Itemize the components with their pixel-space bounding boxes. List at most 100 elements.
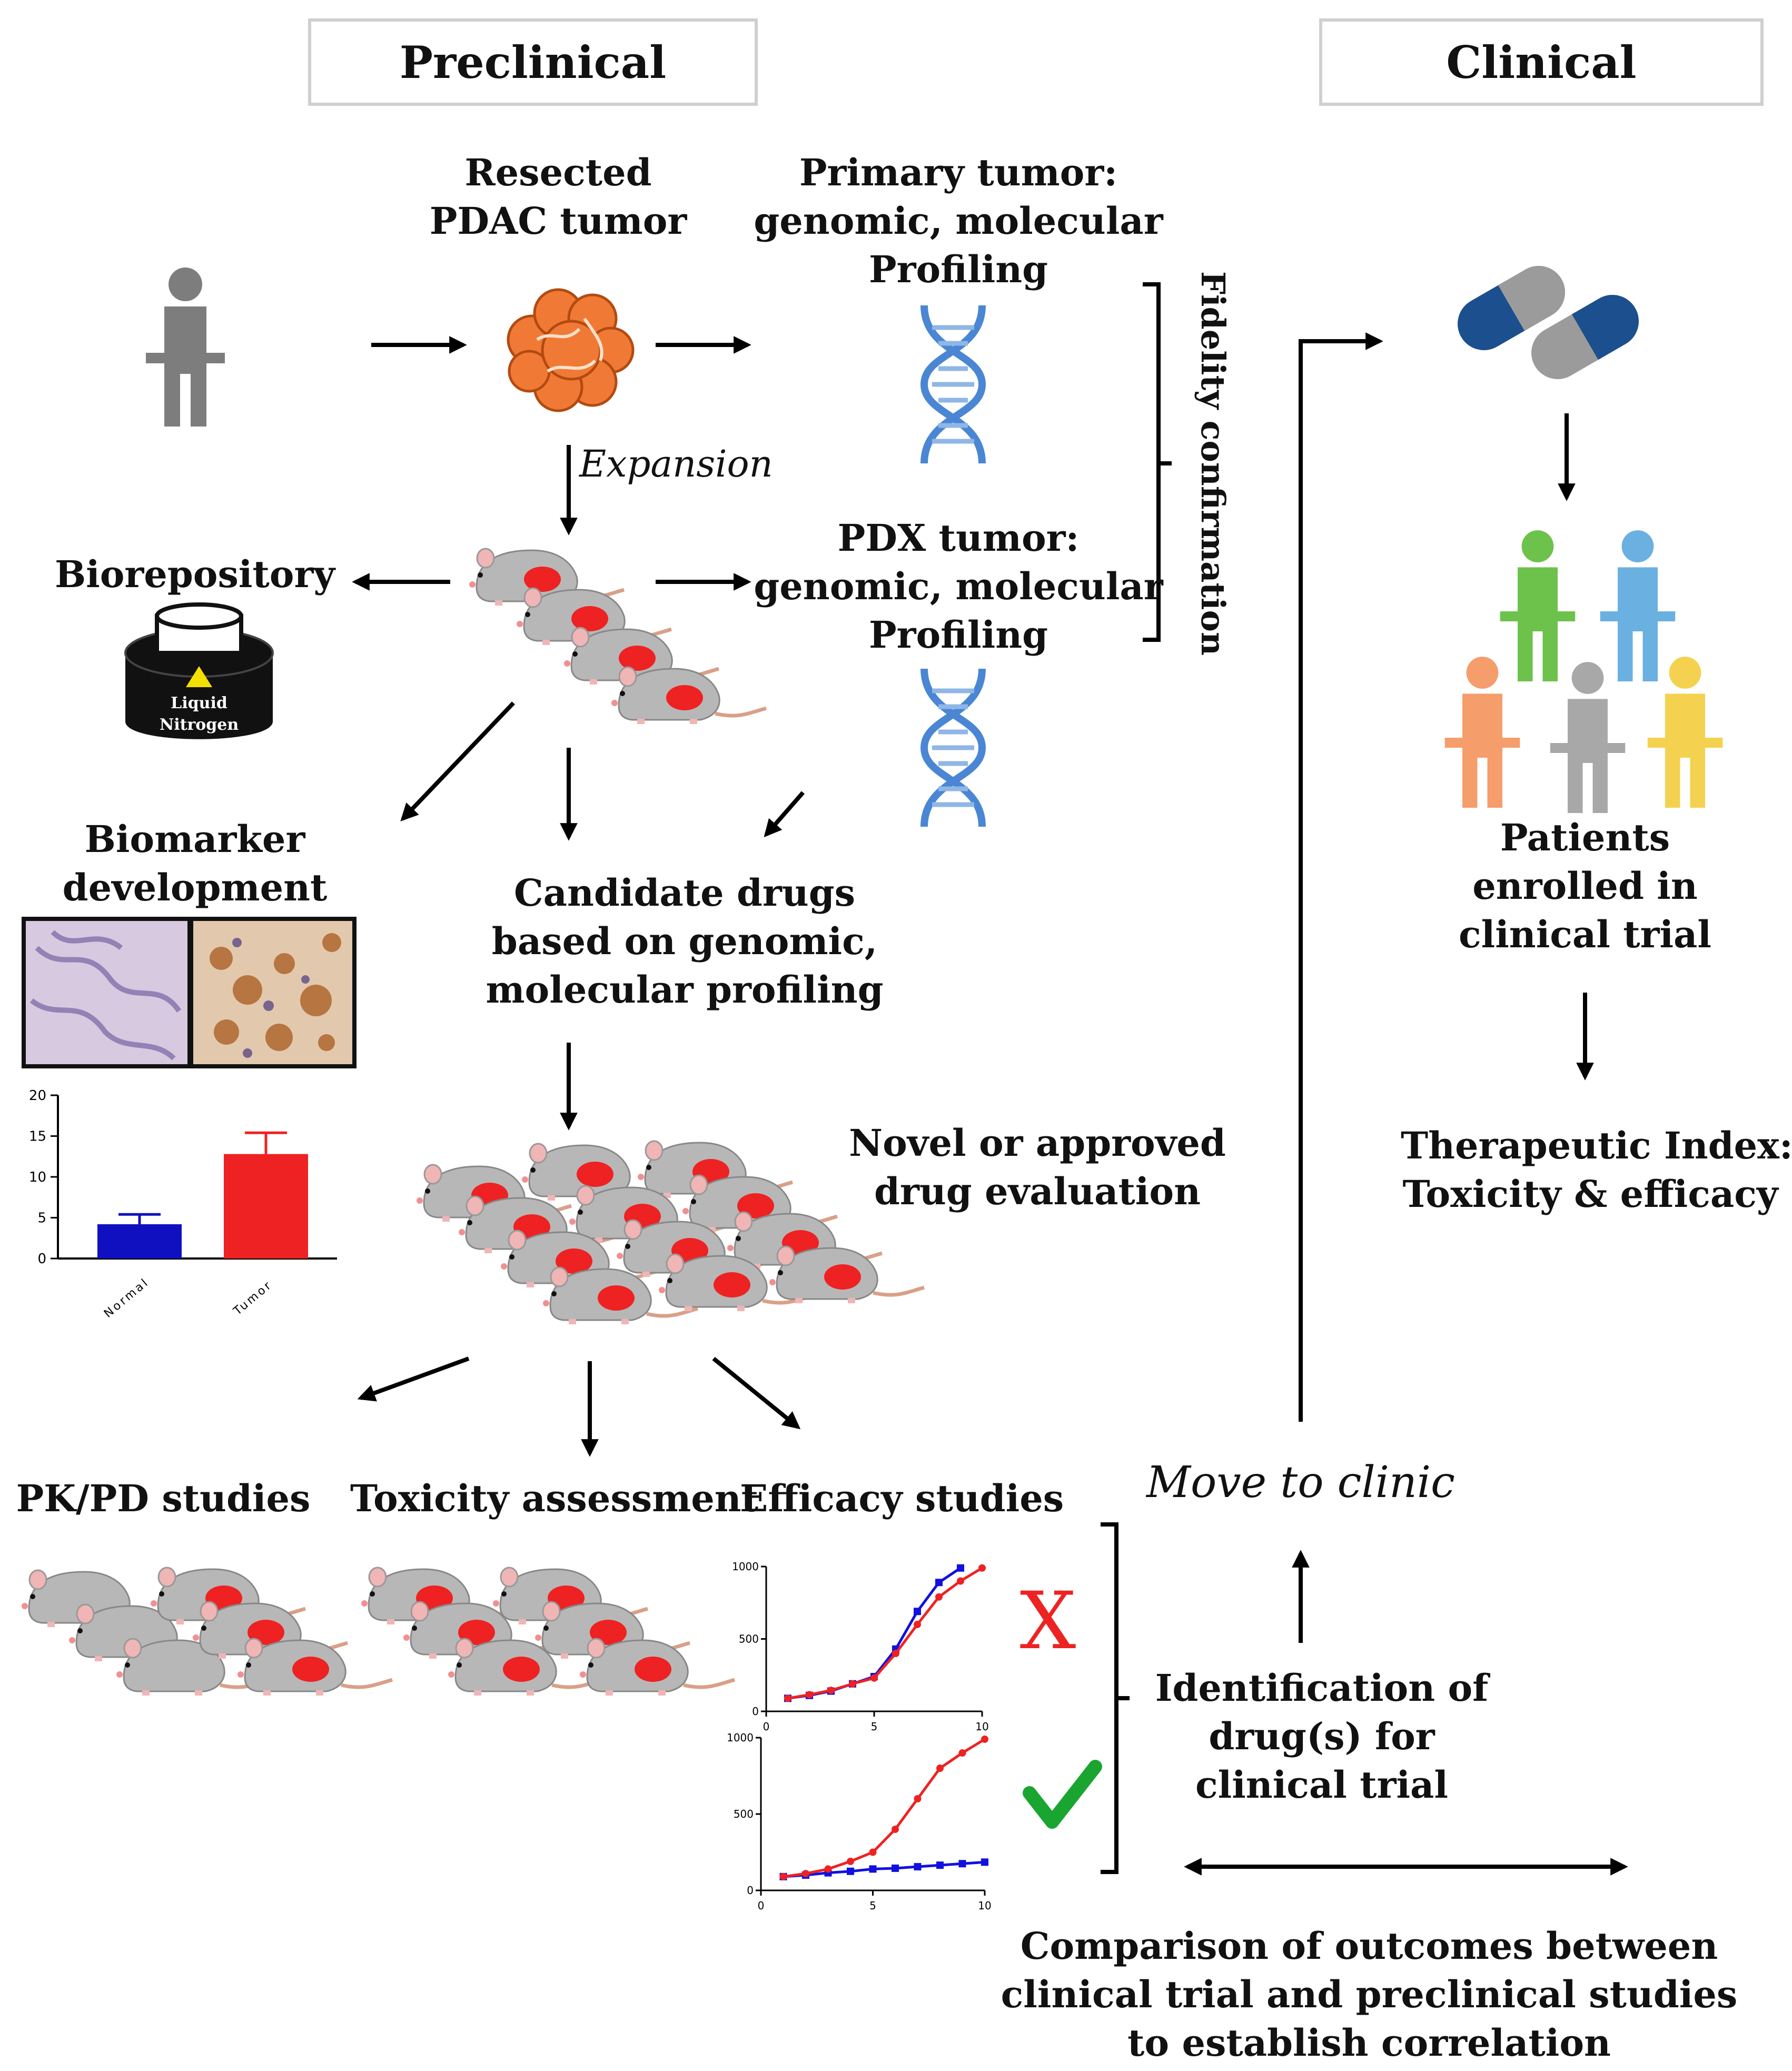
pills-icon bbox=[1458, 266, 1639, 379]
comparison-line-2: clinical trial and preclinical studies bbox=[1001, 1973, 1738, 2016]
lc2-series-1-point-4 bbox=[869, 1848, 877, 1856]
primary-line-2: genomic, molecular bbox=[754, 199, 1163, 243]
lc2-series-1-point-2 bbox=[824, 1865, 832, 1873]
move-to-clinic-text: Move to clinic bbox=[1146, 1458, 1455, 1508]
efficacy-label: Efficacy studies bbox=[740, 1474, 1064, 1523]
success-check-icon bbox=[1023, 1760, 1102, 1829]
lc2-xtick-label-1: 5 bbox=[869, 1899, 876, 1912]
lc2-series-1-point-3 bbox=[847, 1857, 854, 1865]
identification-line-1: Identification of bbox=[1155, 1666, 1489, 1710]
lc1-series-1-point-7 bbox=[935, 1593, 943, 1601]
tumor-icon bbox=[507, 288, 635, 412]
lc2-series-1-line bbox=[783, 1738, 986, 1878]
lc2-series-1-point-9 bbox=[981, 1735, 988, 1743]
patients-line-3: clinical trial bbox=[1459, 913, 1711, 956]
liquid-nitrogen-icon bbox=[124, 602, 274, 739]
identification-label: Identification of drug(s) for clinical t… bbox=[1148, 1664, 1496, 1809]
bar-tumor bbox=[224, 1154, 308, 1259]
pdx-mice bbox=[469, 549, 766, 724]
bar-label-normal: Normal bbox=[102, 1275, 152, 1321]
bar-normal bbox=[97, 1224, 182, 1259]
ihc-images bbox=[22, 917, 357, 1068]
bar-ytick-label-4: 20 bbox=[29, 1088, 46, 1104]
lc1-ytick-label-2: 1000 bbox=[732, 1560, 759, 1573]
pkpd-mice bbox=[22, 1568, 392, 1696]
candidate-drugs-label: Candidate drugs based on genomic, molecu… bbox=[463, 869, 906, 1014]
lc2-series-0-point-4 bbox=[869, 1865, 877, 1873]
resected-line-2: PDAC tumor bbox=[429, 199, 687, 243]
lc2-series-1-point-8 bbox=[958, 1749, 966, 1757]
candidate-line-1: Candidate drugs bbox=[513, 871, 856, 915]
biorepository-text: Biorepository bbox=[54, 552, 335, 596]
lc2-series-0-line bbox=[783, 1860, 985, 1878]
lc1-series-0-point-7 bbox=[935, 1579, 943, 1587]
primary-profiling-label: Primary tumor: genomic, molecular Profil… bbox=[748, 148, 1169, 294]
preclinical-header-text: Preclinical bbox=[399, 36, 667, 88]
preclinical-header: Preclinical bbox=[310, 20, 756, 104]
expansion-text: Expansion bbox=[579, 442, 773, 485]
bar-ytick-label-1: 5 bbox=[37, 1211, 46, 1226]
comparison-label: Comparison of outcomes between clinical … bbox=[1001, 1922, 1738, 2067]
resected-tumor-label: Resected PDAC tumor bbox=[400, 148, 716, 245]
lc2-ytick-label-0: 0 bbox=[747, 1884, 754, 1897]
toxicity-label: Toxicity assessment bbox=[350, 1474, 758, 1523]
novel-line-1: Novel or approved bbox=[849, 1121, 1226, 1165]
lc2-ytick-label-1: 500 bbox=[734, 1808, 754, 1820]
lc1-series-1-point-1 bbox=[806, 1691, 813, 1699]
pdx-profiling-label: PDX tumor: genomic, molecular Profiling bbox=[748, 514, 1169, 659]
resected-line-1: Resected bbox=[464, 151, 652, 194]
move-to-clinic-label: Move to clinic bbox=[1127, 1459, 1474, 1507]
drug-evaluation-mice bbox=[417, 1141, 924, 1324]
lc2-series-1-point-7 bbox=[936, 1765, 944, 1772]
biomarker-line-1: Biomarker bbox=[84, 817, 305, 861]
identification-bracket bbox=[1101, 1522, 1130, 1874]
clinical-header: Clinical bbox=[1321, 20, 1762, 104]
pdx-line-1: PDX tumor: bbox=[837, 516, 1080, 560]
liquid-nitrogen-label-2: Nitrogen bbox=[160, 716, 239, 734]
patients-line-2: enrolled in bbox=[1472, 864, 1698, 908]
lc2-xtick-label-0: 0 bbox=[758, 1899, 765, 1912]
novel-drug-label: Novel or approved drug evaluation bbox=[832, 1119, 1243, 1216]
patients-label: Patients enrolled in clinical trial bbox=[1422, 814, 1748, 959]
therapeutic-line-1: Therapeutic Index: bbox=[1401, 1124, 1792, 1167]
efficacy-text: Efficacy studies bbox=[740, 1477, 1064, 1520]
lc2-series-0-point-6 bbox=[914, 1863, 922, 1871]
primary-line-3: Profiling bbox=[868, 247, 1048, 291]
identification-line-3: clinical trial bbox=[1195, 1763, 1448, 1807]
lc1-ytick-label-1: 500 bbox=[739, 1633, 759, 1646]
novel-line-2: drug evaluation bbox=[874, 1170, 1201, 1213]
comparison-line-1: Comparison of outcomes between bbox=[1020, 1924, 1718, 1968]
pdx-line-3: Profiling bbox=[868, 613, 1048, 657]
patient-icon bbox=[146, 267, 225, 427]
lc1-series-0-point-6 bbox=[914, 1608, 921, 1616]
bar-label-tumor: Tumor bbox=[231, 1278, 275, 1318]
expansion-label: Expansion bbox=[579, 440, 773, 488]
pkpd-text: PK/PD studies bbox=[16, 1477, 311, 1520]
lc2-xtick-label-2: 10 bbox=[978, 1899, 991, 1912]
lc1-series-1-point-6 bbox=[914, 1621, 921, 1628]
lc1-series-1-point-9 bbox=[978, 1564, 986, 1572]
lc2-series-1-point-1 bbox=[802, 1870, 809, 1878]
biomarker-label: Biomarker development bbox=[32, 815, 358, 912]
liquid-nitrogen-label-1: Liquid bbox=[171, 694, 227, 712]
lc1-series-0-point-8 bbox=[957, 1564, 964, 1572]
lc1-series-1-line bbox=[787, 1567, 983, 1700]
fidelity-label: Fidelity confirmation bbox=[1194, 271, 1232, 656]
dna-icon-pdx bbox=[924, 669, 982, 827]
lc2-series-1-point-6 bbox=[914, 1795, 922, 1802]
therapeutic-index-label: Therapeutic Index: Toxicity & efficacy bbox=[1401, 1122, 1792, 1218]
clinical-header-text: Clinical bbox=[1446, 36, 1637, 88]
lc2-series-0-point-8 bbox=[958, 1860, 966, 1868]
lc1-ytick-label-0: 0 bbox=[752, 1705, 759, 1718]
fidelity-bracket bbox=[1143, 282, 1172, 642]
biorepository-label: Biorepository bbox=[42, 550, 348, 599]
candidate-line-2: based on genomic, bbox=[491, 919, 878, 963]
biomarker-line-2: development bbox=[62, 866, 328, 909]
primary-line-1: Primary tumor: bbox=[799, 151, 1118, 194]
lc1-series-1-point-0 bbox=[784, 1695, 791, 1702]
lc1-series-1-point-2 bbox=[827, 1687, 835, 1695]
